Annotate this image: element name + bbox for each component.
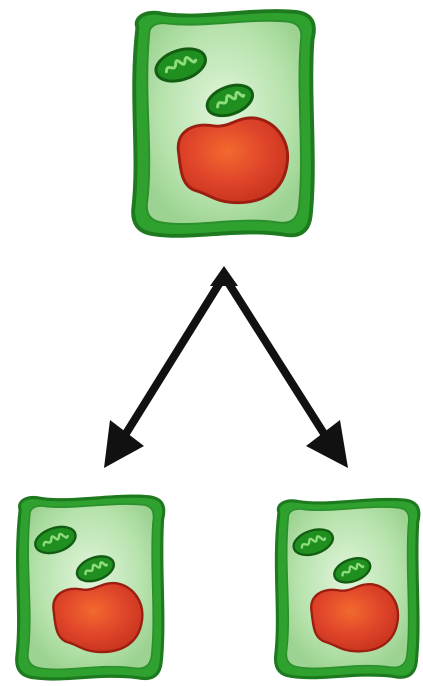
arrow-apex — [210, 266, 238, 286]
arrow-left — [104, 276, 224, 468]
parent-cell — [133, 11, 314, 236]
division-arrows — [104, 266, 348, 468]
daughter-cell-left — [17, 496, 164, 679]
arrow-right — [224, 276, 348, 468]
daughter-cell-right — [276, 499, 419, 677]
